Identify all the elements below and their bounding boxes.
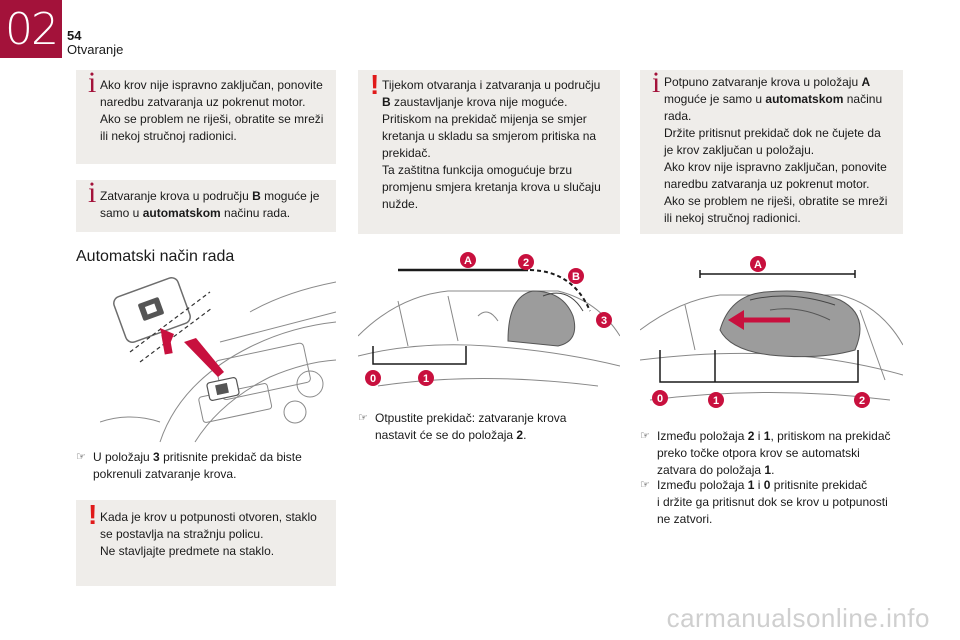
note-line: Zatvaranje krova u području B moguće je: [100, 189, 320, 203]
label-badge-2: [518, 254, 534, 270]
info-note-3: i Potpuno zatvaranje krova u položaju A …: [640, 66, 903, 234]
note-line: Ako se problem ne riješi, obratite se mr…: [100, 112, 324, 126]
arrow-bullet-icon: ☞: [358, 412, 368, 424]
note-line: se postavlja na stražnju policu.: [100, 527, 264, 541]
warning-note-2: ! Tijekom otvaranja i zatvaranja u podru…: [358, 70, 620, 234]
svg-text:A: A: [754, 259, 762, 271]
info-note-1: i Ako krov nije ispravno zaključan, pono…: [76, 66, 336, 164]
label-badge-2: [854, 392, 870, 408]
section-title: Otvaranje: [67, 42, 124, 57]
label-badge-3: [596, 312, 612, 328]
label-badge-0: [365, 370, 381, 386]
svg-text:0: 0: [657, 393, 663, 405]
info-note-2: i Zatvaranje krova u području B moguće j…: [76, 176, 336, 232]
arrow-bullet-icon: ☞: [640, 430, 650, 442]
info-icon: i: [88, 176, 97, 209]
svg-text:0: 0: [370, 373, 376, 385]
label-badge-a: [750, 256, 766, 272]
warning-icon: !: [370, 69, 380, 100]
label-badge-a: [460, 252, 476, 268]
svg-text:3: 3: [601, 315, 607, 327]
instruction-bullet: ☞ U položaju 3 pritisnite prekidač da bi…: [76, 450, 302, 481]
note-line: Ne stavljajte predmete na staklo.: [100, 544, 275, 558]
note-line: ili nekoj stručnoj radionici.: [100, 129, 237, 143]
instruction-bullet: ☞ Otpustite prekidač: zatvaranje krova n…: [358, 411, 567, 442]
label-badge-0: [652, 390, 668, 406]
instruction-bullet: ☞ Između položaja 2 i 1, pritiskom na pr…: [640, 429, 891, 477]
label-badge-b: [568, 268, 584, 284]
svg-text:2: 2: [859, 395, 865, 407]
instruction-bullet: ☞ Između položaja 1 i 0 pritisnite preki…: [640, 478, 888, 526]
console-switch-illustration: [100, 277, 336, 443]
arrow-bullet-icon: ☞: [76, 451, 86, 463]
svg-text:B: B: [572, 271, 580, 283]
info-icon: i: [652, 66, 661, 99]
warning-note-1: ! Kada je krov u potpunosti otvoren, sta…: [76, 500, 336, 586]
note-line: samo u automatskom načinu rada.: [100, 206, 291, 220]
label-badge-1: [418, 370, 434, 386]
note-line: naredbu zatvaranja uz pokrenut motor.: [100, 95, 306, 109]
note-line: Kada je krov u potpunosti otvoren, stakl…: [100, 510, 317, 524]
note-line: Ako krov nije ispravno zaključan, ponovi…: [100, 78, 323, 92]
section-heading: Automatski način rada: [76, 248, 235, 265]
svg-text:A: A: [464, 255, 472, 267]
roof-full-closing-illustration: A 0 1 2: [640, 256, 903, 408]
roof-closing-zones-illustration: A 2 B 3 0 1: [358, 252, 620, 387]
svg-text:1: 1: [423, 373, 429, 385]
page-number: 54: [67, 28, 82, 43]
warning-icon: !: [88, 499, 98, 530]
arrow-bullet-icon: ☞: [640, 479, 650, 491]
svg-text:2: 2: [523, 257, 529, 269]
label-badge-1: [708, 392, 724, 408]
watermark: carmanualsonline.info: [666, 603, 930, 633]
svg-text:1: 1: [713, 395, 719, 407]
info-icon: i: [88, 66, 97, 99]
chapter-tab: 02: [0, 0, 62, 58]
